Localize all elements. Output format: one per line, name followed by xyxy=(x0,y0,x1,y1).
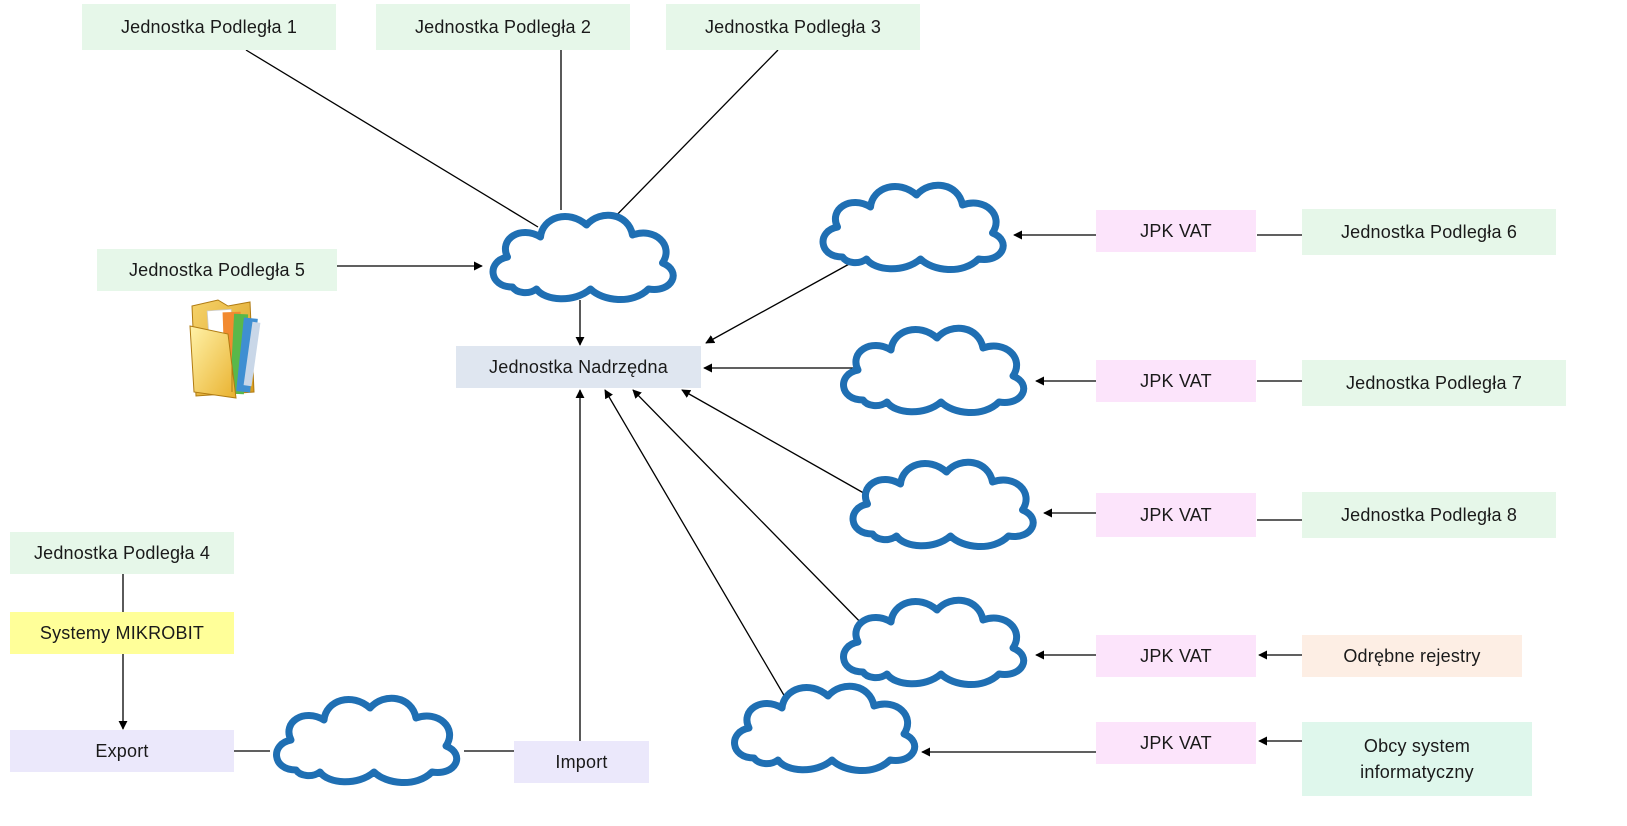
cloud-icon xyxy=(823,185,1003,269)
node-unit-1: Jednostka Podległa 1 xyxy=(82,4,336,50)
node-unit-8: Jednostka Podległa 8 xyxy=(1302,492,1556,538)
cloud-icon xyxy=(853,462,1033,546)
node-unit-3: Jednostka Podległa 3 xyxy=(666,4,920,50)
node-jpk-vat-4: JPK VAT xyxy=(1096,635,1256,677)
node-unit-6: Jednostka Podległa 6 xyxy=(1302,209,1556,255)
node-unit-7: Jednostka Podległa 7 xyxy=(1302,360,1566,406)
node-separate-registers: Odrębne rejestry xyxy=(1302,635,1522,677)
node-unit-5: Jednostka Podległa 5 xyxy=(97,249,337,291)
node-jpk-vat-5: JPK VAT xyxy=(1096,722,1256,764)
node-jpk-vat-2: JPK VAT xyxy=(1096,360,1256,402)
cloud-icon xyxy=(493,215,673,299)
cloud-icon xyxy=(277,698,457,782)
node-parent: Jednostka Nadrzędna xyxy=(456,346,701,388)
node-foreign-system: Obcy system informatyczny xyxy=(1302,722,1532,796)
node-export: Export xyxy=(10,730,234,772)
node-import: Import xyxy=(514,741,649,783)
cloud-icon xyxy=(844,600,1024,684)
cloud-icon xyxy=(844,328,1024,412)
node-jpk-vat-1: JPK VAT xyxy=(1096,210,1256,252)
node-unit-2: Jednostka Podległa 2 xyxy=(376,4,630,50)
connector-lines xyxy=(118,49,1302,757)
node-unit-4: Jednostka Podległa 4 xyxy=(10,532,234,574)
node-jpk-vat-3: JPK VAT xyxy=(1096,493,1256,537)
folder-icon xyxy=(189,299,261,399)
cloud-icon xyxy=(735,686,915,770)
node-mikrobit: Systemy MIKROBIT xyxy=(10,612,234,654)
